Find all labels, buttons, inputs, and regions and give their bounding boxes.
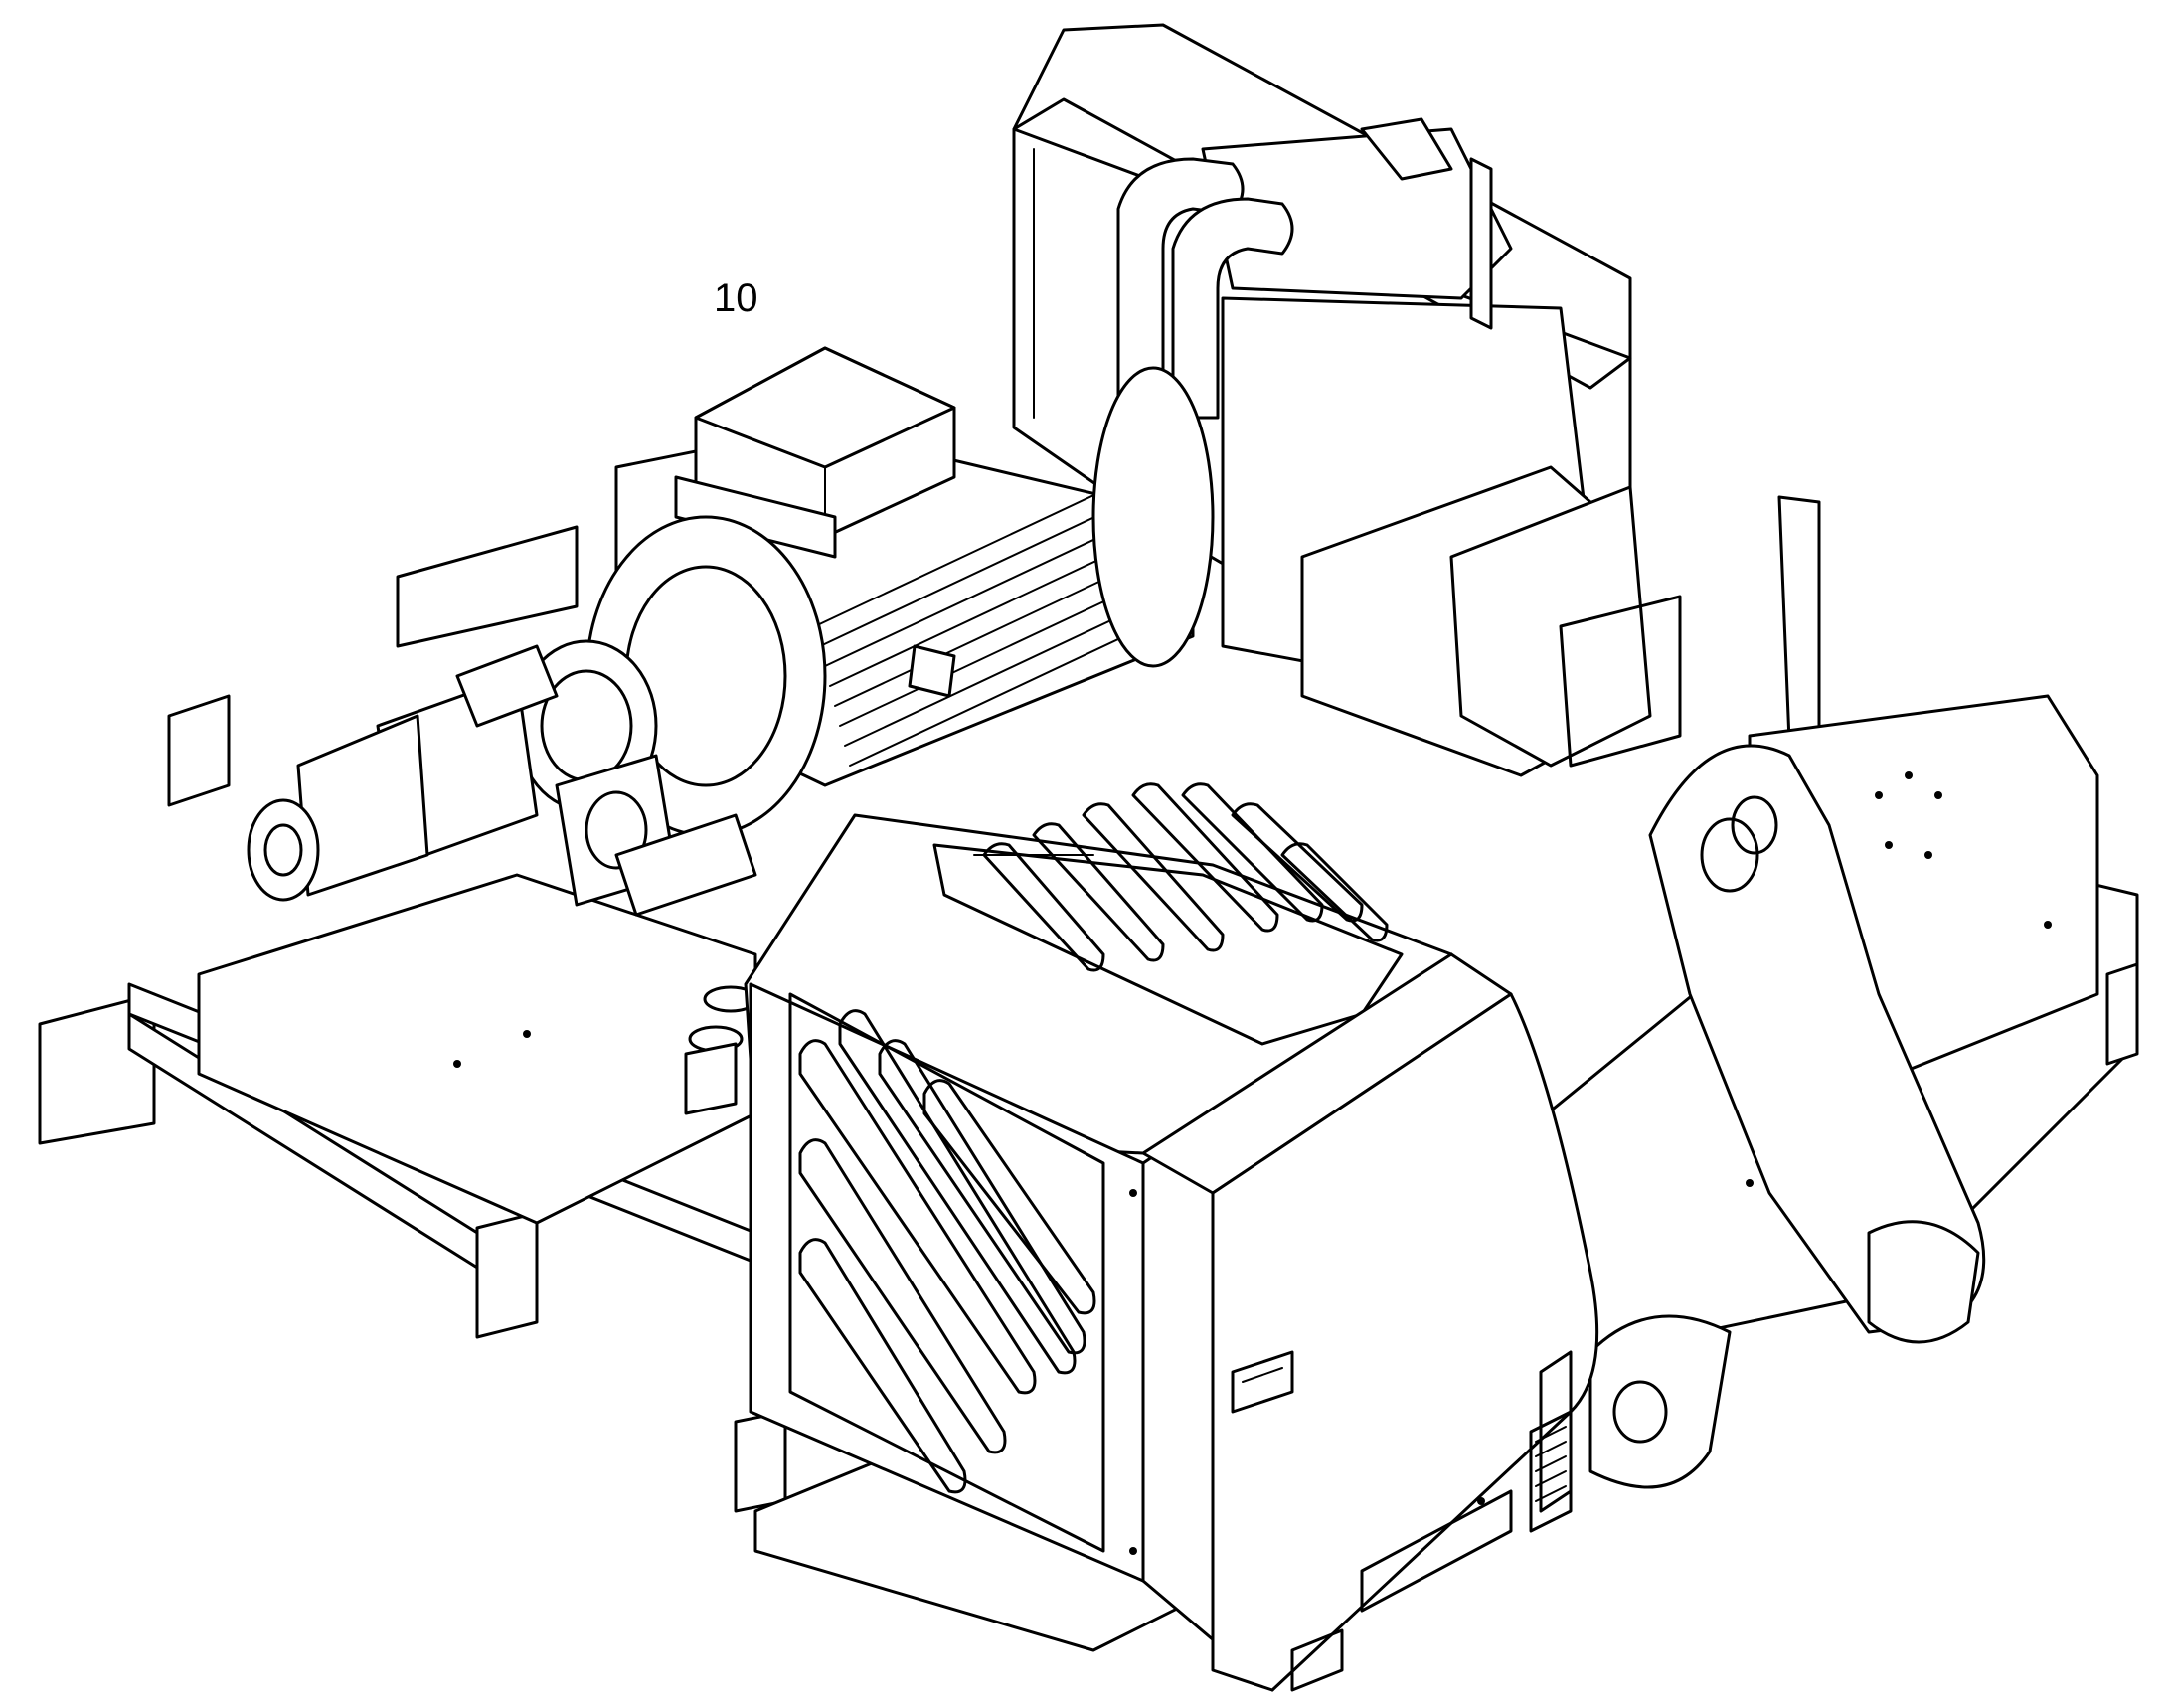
mounting-dampers [614, 813, 758, 1115]
exhaust-elbows [1116, 157, 1294, 420]
top-grille [973, 782, 1389, 972]
fastener-holes [453, 771, 2052, 1555]
corner-vent [1529, 1410, 1573, 1533]
boom-bracket [1588, 744, 1986, 1489]
electric-motor [585, 346, 1215, 837]
side-grille [788, 992, 1105, 1553]
callout-label: 10 [714, 276, 758, 320]
hydraulic-pump-assembly [247, 639, 678, 907]
front-enclosure [744, 813, 1599, 1692]
hood-label-plate [1231, 1350, 1294, 1414]
